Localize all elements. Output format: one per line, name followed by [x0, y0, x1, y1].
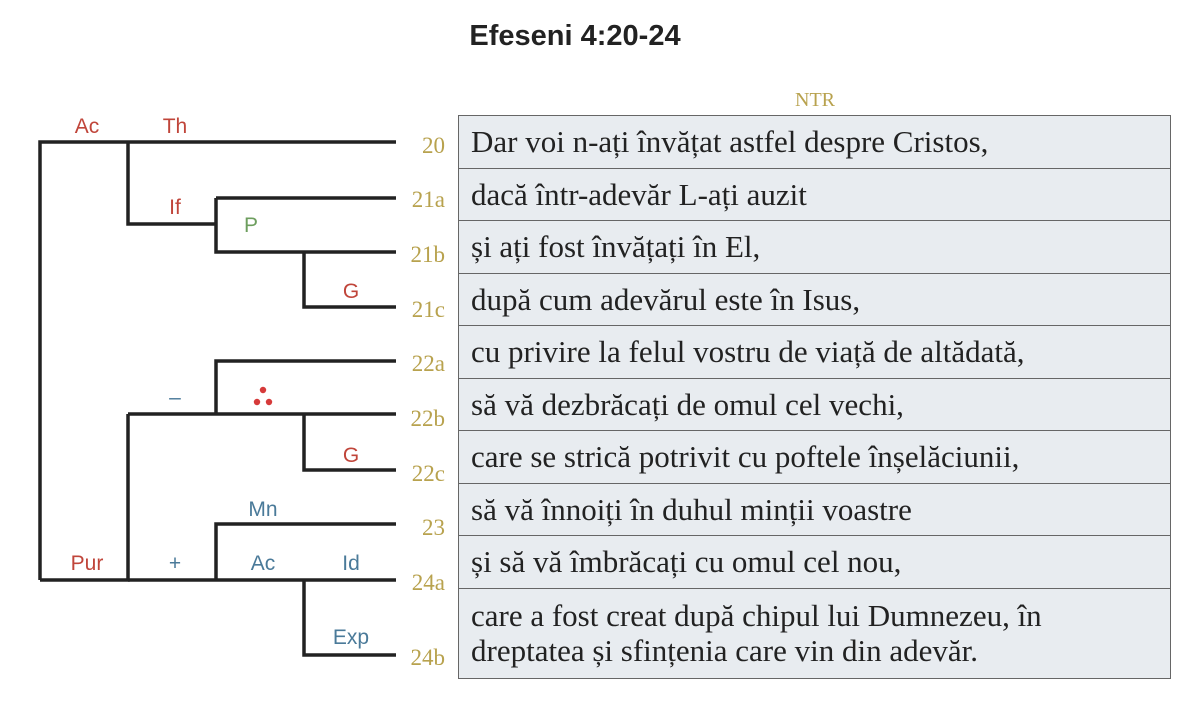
page-title: Efeseni 4:20-24	[469, 20, 681, 52]
table-row: care a fost creat după chipul lui Dumnez…	[458, 587, 1171, 679]
table-row: să vă dezbrăcați de omul cel vechi,	[458, 377, 1171, 431]
verse-text: care se strică potrivit cu poftele înșel…	[458, 430, 1171, 484]
verse-text: și ați fost învățați în El,	[458, 220, 1171, 274]
branch-plus	[128, 522, 396, 582]
verse-text: să vă înnoiți în duhul minții voastre	[458, 482, 1171, 536]
verse-text: Dar voi n-ați învățat astfel despre Cris…	[458, 115, 1171, 169]
label-exp: Exp	[333, 626, 369, 649]
label-ac-bottom: Ac	[251, 552, 276, 575]
verse-ref: 21c	[412, 297, 445, 322]
verse-text: să vă dezbrăcați de omul cel vechi,	[458, 377, 1171, 431]
verse-text: dacă într-adevăr L-ați auzit	[458, 167, 1171, 221]
verse-table: Dar voi n-ați învățat astfel despre Cris…	[458, 115, 1171, 679]
label-minus: –	[169, 386, 181, 409]
verse-ref: 21a	[412, 187, 445, 212]
label-plus: +	[169, 552, 181, 575]
label-g-upper: G	[343, 280, 359, 303]
verse-ref: 22a	[412, 351, 445, 376]
table-row: să vă înnoiți în duhul minții voastre	[458, 482, 1171, 536]
table-row: dacă într-adevăr L-ați auzit	[458, 167, 1171, 221]
verse-ref: 24a	[412, 570, 445, 595]
verse-ref: 24b	[411, 645, 446, 670]
version-label: NTR	[795, 89, 835, 111]
branch-exp	[302, 580, 396, 657]
table-row: după cum adevărul este în Isus,	[458, 272, 1171, 326]
table-row: și să vă îmbrăcați cu omul cel nou,	[458, 535, 1171, 589]
branch-th	[126, 142, 216, 226]
label-pur: Pur	[71, 552, 104, 575]
verse-ref: 22b	[411, 406, 446, 431]
table-row: și ați fost învățați în El,	[458, 220, 1171, 274]
verse-text: cu privire la felul vostru de viață de a…	[458, 325, 1171, 379]
label-id: Id	[342, 552, 360, 575]
label-p: P	[244, 214, 258, 237]
table-row: Dar voi n-ați învățat astfel despre Cris…	[458, 115, 1171, 169]
verse-ref: 23	[422, 515, 445, 540]
table-row: cu privire la felul vostru de viață de a…	[458, 325, 1171, 379]
branch-if	[214, 196, 396, 254]
label-g-lower: G	[343, 444, 359, 467]
label-th: Th	[163, 115, 188, 138]
verse-ref: 22c	[412, 461, 445, 486]
verse-text: și să vă îmbrăcați cu omul cel nou,	[458, 535, 1171, 589]
verse-text: care a fost creat după chipul lui Dumnez…	[458, 587, 1171, 679]
table-row: care se strică potrivit cu poftele înșel…	[458, 430, 1171, 484]
verse-ref: 21b	[411, 242, 446, 267]
label-ac-top: Ac	[75, 115, 100, 138]
tree-lines	[38, 140, 396, 657]
therefore-dots-icon	[253, 386, 273, 406]
branch-g-lower	[302, 414, 396, 472]
branch-ac-main	[38, 140, 396, 580]
branch-minus	[128, 359, 396, 416]
syntax-tree: Ac Th If P G – G Mn Pur + Ac Id Exp 20 2…	[38, 115, 446, 670]
label-if: If	[169, 196, 181, 219]
verse-ref: 20	[422, 133, 445, 158]
branch-g-upper	[302, 252, 396, 309]
label-mn: Mn	[248, 498, 277, 521]
verse-text: după cum adevărul este în Isus,	[458, 272, 1171, 326]
